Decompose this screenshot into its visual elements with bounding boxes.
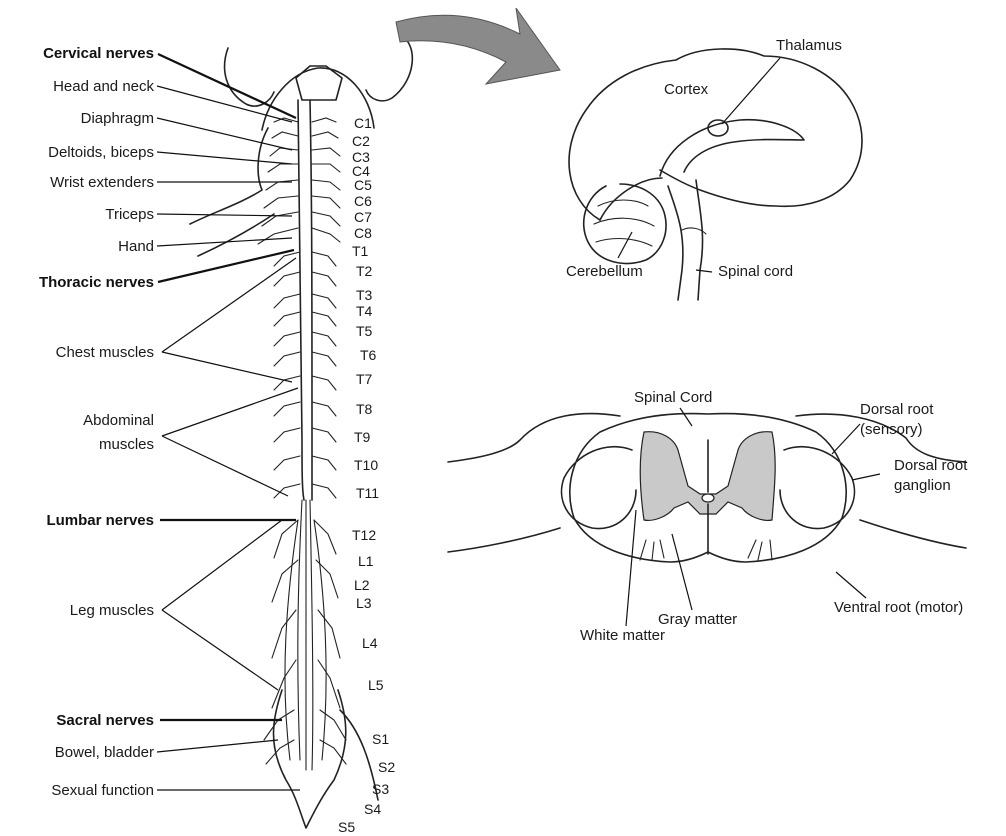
label-diaphragm: Diaphragm: [81, 110, 154, 127]
brainstem-left: [668, 186, 683, 300]
segment-label: S4: [364, 801, 381, 817]
segment-label: L3: [356, 595, 372, 611]
label-gray-matter: Gray matter: [658, 611, 737, 628]
label-bowel-bladder: Bowel, bladder: [55, 744, 154, 761]
label-dorsal-root: Dorsal root: [860, 401, 934, 418]
segment-label: C7: [354, 209, 372, 225]
brain-figure: Thalamus Cortex Cerebellum Spinal cord: [566, 37, 862, 300]
label-abdominal-muscles: muscles: [99, 436, 154, 453]
segment-label: T1: [352, 243, 369, 259]
left-arm: [198, 214, 274, 256]
label-cerebellum: Cerebellum: [566, 263, 643, 280]
label-thalamus: Thalamus: [776, 37, 842, 54]
label-cortex: Cortex: [664, 81, 709, 98]
cord-left-edge: [298, 100, 304, 500]
right-ear: [366, 36, 412, 101]
segment-label: T11: [356, 485, 379, 501]
label-hand: Hand: [118, 238, 154, 255]
left-root-lower: [448, 528, 560, 552]
spine-labels: Cervical nerves Head and neck Diaphragm …: [39, 45, 155, 799]
segment-label: S2: [378, 759, 395, 775]
segment-label: T6: [360, 347, 377, 363]
label-thoracic-nerves: Thoracic nerves: [39, 274, 154, 291]
label-lumbar-nerves: Lumbar nerves: [46, 512, 154, 529]
label-sacral-nerves: Sacral nerves: [56, 712, 154, 729]
segment-labels: C1 C2 C3 C4 C5 C6 C7 C8 T1 T2 T3 T4 T5 T…: [338, 115, 395, 835]
label-head-and-neck: Head and neck: [53, 78, 154, 95]
segment-label: S5: [338, 819, 355, 835]
spinal-cross-section: Spinal Cord Dorsal root (sensory) Dorsal…: [448, 389, 968, 644]
segment-label: L1: [358, 553, 374, 569]
sacrum-outline: [274, 690, 346, 828]
label-spinal-cord: Spinal cord: [718, 263, 793, 280]
segment-label: L4: [362, 635, 378, 651]
segment-label: S1: [372, 731, 389, 747]
label-deltoids-biceps: Deltoids, biceps: [48, 144, 154, 161]
label-cervical-nerves: Cervical nerves: [43, 45, 154, 62]
segment-label: C6: [354, 193, 372, 209]
label-chest-muscles: Chest muscles: [56, 344, 154, 361]
segment-label: T3: [356, 287, 373, 303]
segment-label: T9: [354, 429, 371, 445]
label-abdominal: Abdominal: [83, 412, 154, 429]
thalamus-shape: [708, 120, 728, 136]
segment-label: C1: [354, 115, 372, 131]
segment-label: C2: [352, 133, 370, 149]
cord-right-edge: [310, 100, 312, 500]
label-cross-spinal-cord: Spinal Cord: [634, 389, 712, 406]
left-root-upper: [448, 414, 620, 462]
cauda-equina: [285, 500, 326, 770]
segment-label: C5: [354, 177, 372, 193]
label-triceps: Triceps: [105, 206, 154, 223]
central-canal: [702, 494, 714, 502]
segment-label: T5: [356, 323, 373, 339]
label-ventral-root: Ventral root (motor): [834, 599, 963, 616]
segment-label: T4: [356, 303, 373, 319]
label-leg-muscles: Leg muscles: [70, 602, 154, 619]
segment-label: T2: [356, 263, 373, 279]
label-dorsal-root-ganglion: Dorsal root: [894, 457, 968, 474]
label-ganglion: ganglion: [894, 477, 951, 494]
label-wrist-extenders: Wrist extenders: [50, 174, 154, 191]
segment-label: S3: [372, 781, 389, 797]
nerve-roots-left: [258, 118, 300, 764]
segment-label: T8: [356, 401, 373, 417]
left-shoulder: [190, 128, 268, 224]
cerebellum-folia: [594, 200, 654, 246]
corpus-callosum: [660, 120, 804, 176]
curved-arrow-icon: [396, 8, 560, 84]
ventral-rootlets: [640, 540, 772, 560]
brainstem-right: [696, 180, 703, 300]
right-root-lower: [860, 520, 966, 548]
spine-figure: [190, 36, 412, 828]
label-white-matter: White matter: [580, 627, 665, 644]
segment-label: T12: [352, 527, 376, 543]
segment-label: C8: [354, 225, 372, 241]
label-sexual-function: Sexual function: [51, 782, 154, 799]
label-dorsal-root-sensory: (sensory): [860, 421, 923, 438]
segment-label: L5: [368, 677, 384, 693]
nerve-roots-right: [312, 118, 346, 764]
segment-label: L2: [354, 577, 370, 593]
segment-label: T10: [354, 457, 378, 473]
segment-label: T7: [356, 371, 373, 387]
cortex-outline: [569, 49, 862, 220]
